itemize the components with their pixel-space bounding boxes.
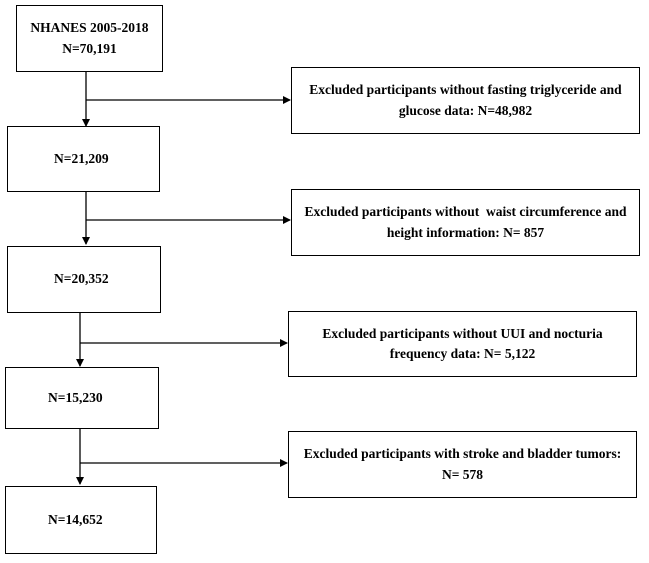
exclusion-box-uui: Excluded participants without UUI and no… — [288, 311, 637, 377]
step-label: N=15,230 — [48, 389, 103, 405]
step-box-15230: N=15,230 — [5, 367, 159, 429]
step-box-21209: N=21,209 — [7, 126, 160, 192]
exclusion-box-waist: Excluded participants without waist circ… — [291, 189, 640, 256]
step-box-14652: N=14,652 — [5, 486, 157, 554]
exclusion-box-triglyceride: Excluded participants without fasting tr… — [291, 67, 640, 134]
exclusion-label: Excluded participants without UUI and no… — [322, 325, 603, 361]
step-label: N=20,352 — [54, 271, 109, 287]
exclusion-label: Excluded participants with stroke and bl… — [303, 446, 622, 482]
exclusion-label: Excluded participants without fasting tr… — [309, 82, 622, 118]
step-label: NHANES 2005-2018 N=70,191 — [30, 20, 149, 56]
step-label: N=14,652 — [48, 511, 103, 527]
step-label: N=21,209 — [54, 150, 109, 166]
exclusion-box-stroke: Excluded participants with stroke and bl… — [288, 431, 637, 498]
step-box-nhanes: NHANES 2005-2018 N=70,191 — [16, 5, 163, 72]
exclusion-label: Excluded participants without waist circ… — [304, 204, 627, 240]
step-box-20352: N=20,352 — [7, 246, 161, 313]
